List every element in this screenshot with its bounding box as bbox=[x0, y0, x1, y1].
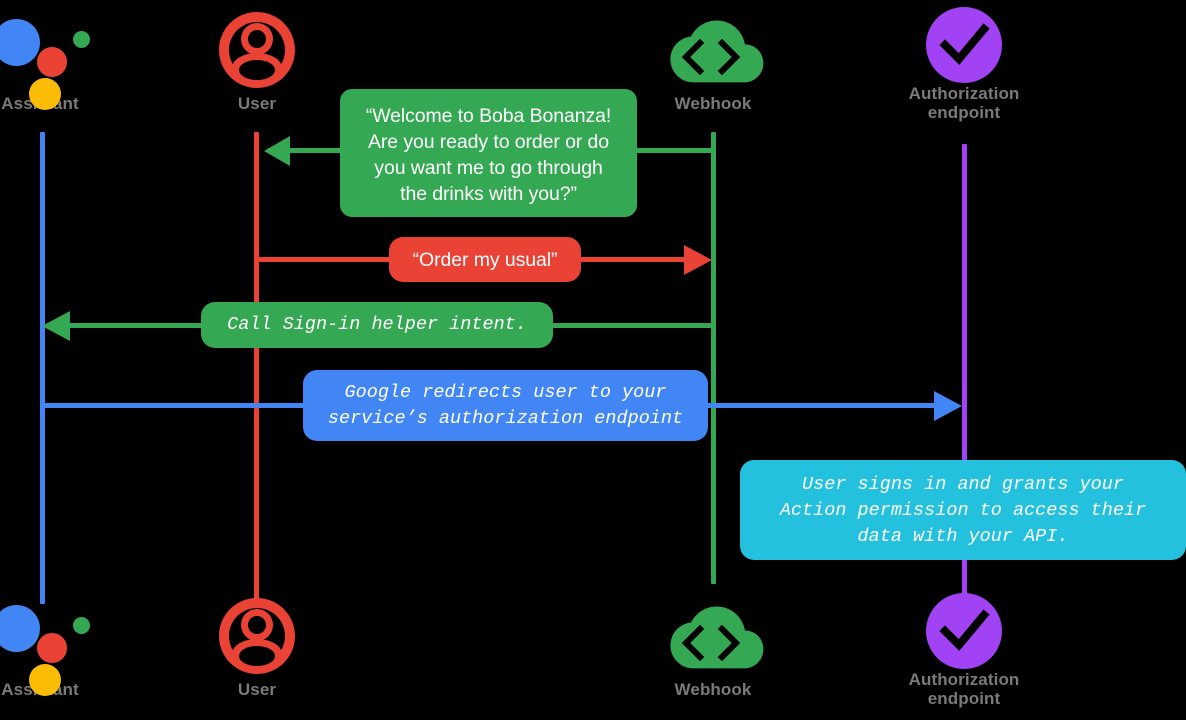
actor-label-assistant: Assistant bbox=[1, 94, 79, 113]
arrowhead-redirect bbox=[934, 391, 962, 421]
assistant-dot-blue bbox=[0, 19, 40, 66]
arrowhead-order bbox=[684, 245, 712, 275]
actor-label-authorization: Authorization endpoint bbox=[908, 670, 1020, 709]
message-bubble-order: “Order my usual” bbox=[389, 237, 581, 282]
message-bubble-welcome: “Welcome to Boba Bonanza! Are you ready … bbox=[340, 89, 637, 217]
actor-label-webhook: Webhook bbox=[674, 94, 752, 113]
authorization-icon-wrap bbox=[864, 2, 1064, 83]
lifeline-authorization bbox=[962, 144, 967, 606]
assistant-dot-yellow bbox=[29, 78, 61, 110]
arrowhead-signin bbox=[42, 311, 70, 341]
actor-authorization-bottom: Authorization endpoint bbox=[864, 588, 1064, 708]
actor-label-webhook: Webhook bbox=[674, 680, 752, 699]
user-icon-wrap-bottom bbox=[157, 594, 357, 676]
assistant-dot-red bbox=[37, 633, 67, 663]
actor-user-bottom: User bbox=[157, 594, 357, 699]
actor-user-top: User bbox=[157, 8, 357, 113]
webhook-icon-wrap-bottom bbox=[613, 594, 813, 676]
actor-authorization-top: Authorization endpoint bbox=[864, 2, 1064, 122]
actor-webhook-bottom: Webhook bbox=[613, 594, 813, 699]
assistant-dot-red bbox=[37, 47, 67, 77]
assistant-dot-green bbox=[73, 617, 90, 634]
arrowhead-welcome bbox=[264, 136, 290, 166]
user-avatar-icon bbox=[219, 12, 295, 93]
assistant-icon-wrap bbox=[0, 8, 140, 110]
google-assistant-icon bbox=[0, 8, 140, 110]
actor-webhook-top: Webhook bbox=[613, 8, 813, 113]
actor-label-user: User bbox=[237, 94, 277, 113]
message-bubble-signin: Call Sign-in helper intent. bbox=[201, 302, 553, 348]
webhook-icon-wrap bbox=[613, 8, 813, 90]
lifeline-assistant bbox=[40, 132, 45, 604]
assistant-dot-yellow bbox=[29, 664, 61, 696]
assistant-dot-blue bbox=[0, 605, 40, 652]
assistant-icon-wrap-bottom bbox=[0, 594, 140, 696]
purple-check-circle-icon bbox=[926, 7, 1002, 88]
lifeline-webhook bbox=[711, 132, 716, 584]
assistant-dot-green bbox=[73, 31, 90, 48]
actor-label-user: User bbox=[237, 680, 277, 699]
cloud-code-icon bbox=[655, 600, 771, 683]
message-bubble-user-grants: User signs in and grants your Action per… bbox=[740, 460, 1186, 560]
lifeline-user bbox=[254, 132, 259, 604]
actor-label-assistant: Assistant bbox=[1, 680, 79, 699]
cloud-code-icon bbox=[655, 14, 771, 97]
actor-assistant-bottom: Assistant bbox=[0, 594, 140, 699]
user-icon-wrap bbox=[157, 8, 357, 90]
actor-assistant-top: Assistant bbox=[0, 8, 140, 113]
message-bubble-redirect: Google redirects user to your service’s … bbox=[303, 370, 708, 441]
actor-label-authorization: Authorization endpoint bbox=[908, 84, 1020, 123]
google-assistant-icon bbox=[0, 594, 140, 696]
user-avatar-icon bbox=[219, 598, 295, 679]
